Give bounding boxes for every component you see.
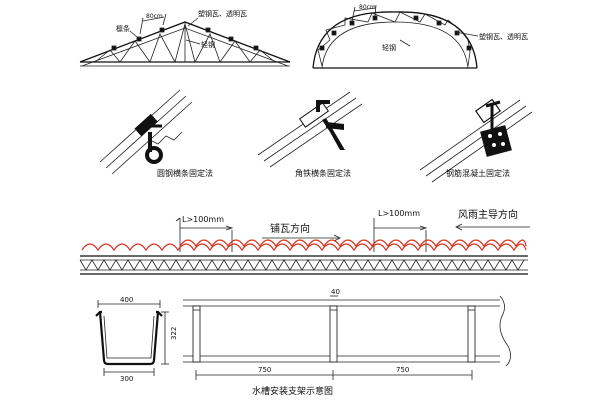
tile-wave-profile	[81, 243, 527, 252]
wind-direction-label: 风雨主导方向	[458, 208, 518, 221]
gutter-top-width: 400	[120, 296, 133, 304]
triangle-tile-label: 塑钢瓦、透明瓦	[198, 9, 247, 18]
tile-overlap-section: L>100mm L>100mm 铺瓦方向 风雨主导方向	[79, 208, 530, 275]
method-label-angle-iron: 角铁横条固定法	[295, 168, 351, 178]
frame-caption: 水槽安装支架示意图	[252, 385, 333, 397]
method-label-round-steel: 圆钢横条固定法	[157, 168, 213, 178]
gutter-height: 322	[170, 327, 178, 340]
frame-top-dim: 40	[331, 288, 340, 296]
gutter-bottom-width: 300	[120, 375, 133, 383]
tile-wave-profile-overlap	[179, 239, 527, 248]
round-steel-hook-icon	[99, 89, 193, 175]
gutter-cross-section: 400 322 300	[95, 296, 178, 383]
section-web-bracing	[79, 259, 525, 271]
reinforced-concrete-icon	[419, 98, 533, 183]
purlin-label: 檩条	[116, 24, 130, 33]
overlap-label-right: L>100mm	[378, 209, 420, 218]
method-label-reinforced-concrete: 钢筋混凝土固定法	[446, 168, 510, 178]
laying-direction-label: 铺瓦方向	[270, 222, 310, 235]
arch-steel-label: 轻钢	[382, 43, 396, 52]
frame-span-left: 750	[258, 366, 271, 374]
gutter-support-frame: 40 750 750 水槽安装支架示意图	[183, 288, 511, 397]
truss-spacing-label: 80cm	[146, 13, 163, 20]
triangle-truss: 80cm 檩条 塑钢瓦、透明瓦 轻钢	[79, 9, 291, 67]
arch-truss: 80cm 塑钢瓦、透明瓦 轻钢	[312, 4, 528, 69]
frame-span-right: 750	[396, 366, 409, 374]
arch-tile-label: 塑钢瓦、透明瓦	[479, 32, 528, 41]
angle-iron-icon	[257, 91, 363, 168]
arch-spacing-label: 80cm	[359, 4, 376, 11]
triangle-steel-label: 轻钢	[201, 40, 215, 49]
overlap-label-left: L>100mm	[182, 215, 224, 224]
